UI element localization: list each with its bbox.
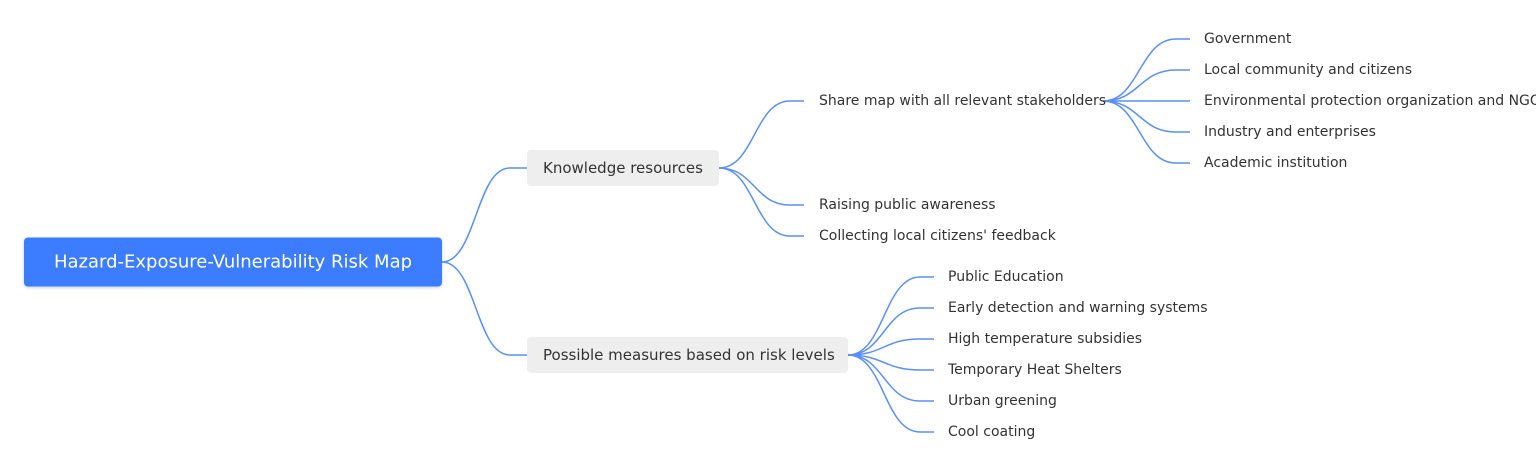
stakeholder-item[interactable]: Academic institution [1204,155,1348,171]
stakeholder-item[interactable]: Industry and enterprises [1204,124,1376,140]
topic-share-map[interactable]: Share map with all relevant stakeholders [819,93,1107,109]
stakeholder-item[interactable]: Local community and citizens [1204,62,1413,78]
connector-line [718,167,804,206]
stakeholder-item[interactable]: Environmental protection organization an… [1204,93,1536,109]
root-topic[interactable]: Hazard-Exposure-Vulnerability Risk Map [24,237,442,287]
stakeholder-item[interactable]: Government [1204,31,1292,47]
branch-knowledge-resources[interactable]: Knowledge resources [527,150,719,186]
connector-line [1102,100,1190,133]
measure-item[interactable]: Urban greening [948,393,1057,409]
measure-item[interactable]: Early detection and warning systems [948,300,1208,316]
connector-line [1102,69,1190,102]
measure-item[interactable]: Temporary Heat Shelters [948,362,1122,378]
connector-line [847,338,934,356]
connector-line [441,167,527,263]
connector-line [847,354,934,433]
topic-collecting-feedback[interactable]: Collecting local citizens' feedback [819,228,1056,244]
measure-item[interactable]: Cool coating [948,424,1036,440]
connector-line [441,261,527,356]
connector-line [847,276,934,356]
topic-raising-awareness[interactable]: Raising public awareness [819,197,996,213]
connector-line [847,354,934,371]
connector-line [1102,100,1190,164]
branch-possible-measures[interactable]: Possible measures based on risk levels [527,337,848,373]
connector-line [847,307,934,356]
connector-line [718,100,804,169]
connector-line [1102,38,1190,102]
measure-item[interactable]: Public Education [948,269,1064,285]
connector-line [847,354,934,402]
connector-line [718,167,804,237]
measure-item[interactable]: High temperature subsidies [948,331,1142,347]
